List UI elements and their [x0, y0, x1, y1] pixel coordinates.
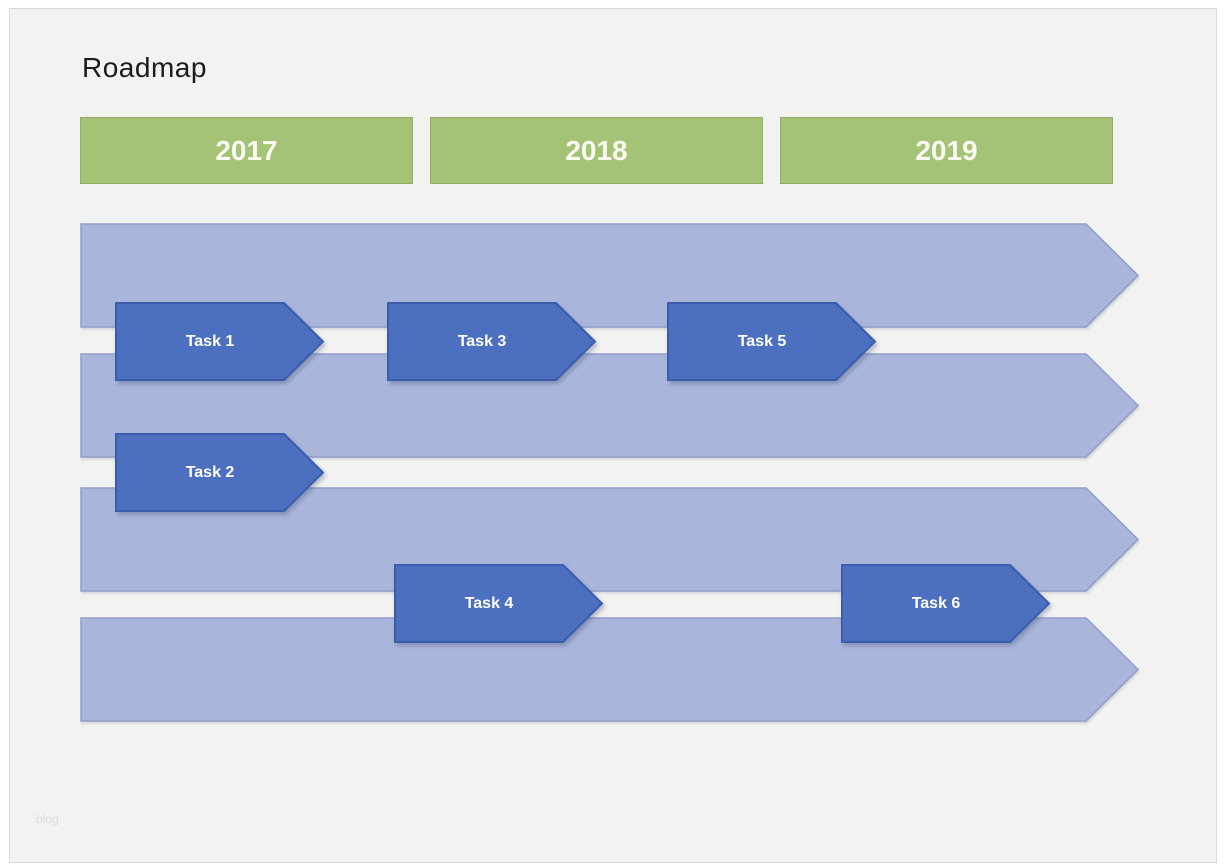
- band-arrow-shape: [80, 223, 1140, 328]
- task-arrow-shape: [667, 302, 877, 381]
- task-label-1: Task 1: [185, 332, 235, 350]
- task-label-2: Task 2: [185, 463, 235, 481]
- year-bar-2019: 2019: [780, 117, 1113, 184]
- task-arrow-shape: [394, 564, 604, 643]
- year-label-2017: 2017: [215, 134, 278, 166]
- task-label-3: Task 3: [457, 332, 507, 350]
- task-arrow-3: Task 3: [387, 302, 597, 381]
- task-label-6: Task 6: [911, 594, 961, 612]
- year-bar-2018: 2018: [430, 117, 763, 184]
- band-arrow-shape: [80, 353, 1140, 458]
- task-arrow-shape: [115, 433, 325, 512]
- task-arrow-shape: [387, 302, 597, 381]
- page-title: Roadmap: [82, 52, 207, 83]
- task-arrow-4: Task 4: [394, 564, 604, 643]
- timeline-band-2: [80, 353, 1140, 458]
- task-arrow-shape: [841, 564, 1051, 643]
- task-arrow-5: Task 5: [667, 302, 877, 381]
- task-label-5: Task 5: [737, 332, 787, 350]
- task-arrow-6: Task 6: [841, 564, 1051, 643]
- year-bar-2017: 2017: [80, 117, 413, 184]
- year-label-2019: 2019: [915, 134, 978, 166]
- task-arrow-2: Task 2: [115, 433, 325, 512]
- timeline-band-1: [80, 223, 1140, 328]
- watermark-text: blog: [36, 812, 59, 826]
- task-arrow-shape: [115, 302, 325, 381]
- year-label-2018: 2018: [565, 134, 628, 166]
- task-arrow-1: Task 1: [115, 302, 325, 381]
- task-label-4: Task 4: [464, 594, 514, 612]
